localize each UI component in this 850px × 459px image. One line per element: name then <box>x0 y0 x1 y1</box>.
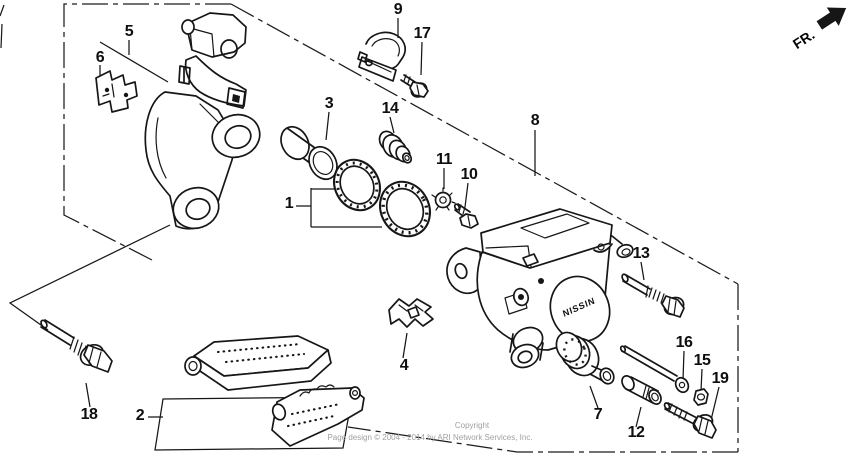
part-drawing-bleeder-cap <box>432 188 455 210</box>
part-drawing-mount-bolt <box>664 402 716 438</box>
watermark-line2: Page design © 2004 - 2014 by ARI Network… <box>327 433 532 442</box>
part-drawing-pad-spring <box>389 299 433 327</box>
callout-15[interactable]: 15 <box>693 352 711 369</box>
part-drawing-hose-clamp <box>358 32 405 81</box>
callout-18[interactable]: 18 <box>80 406 98 423</box>
callout-4[interactable]: 4 <box>399 357 409 374</box>
callout-2[interactable]: 2 <box>135 407 145 424</box>
part-drawing-pin-boot <box>552 328 616 386</box>
part-drawing-caliper-body: NISSIN <box>447 209 635 371</box>
part-drawing-clamp-bolt <box>401 75 429 100</box>
callout-10[interactable]: 10 <box>460 166 478 183</box>
watermark-line1: Copyright <box>455 421 490 430</box>
part-drawing-bleeder-valve <box>454 203 478 228</box>
part-drawing-piston-boot <box>376 128 413 164</box>
part-drawing-seal-set <box>325 152 439 245</box>
callout-8[interactable]: 8 <box>530 112 540 129</box>
part-drawing-pin-collar <box>620 374 664 406</box>
fr-label: FR. <box>790 26 818 52</box>
callout-12[interactable]: 12 <box>627 424 645 441</box>
callout-16[interactable]: 16 <box>675 334 693 351</box>
part-drawing-pad-set <box>185 336 364 446</box>
fr-direction-arrow: FR. <box>790 7 847 52</box>
callout-19[interactable]: 19 <box>711 370 729 387</box>
callout-5[interactable]: 5 <box>124 23 134 40</box>
part-drawing-pin-bolt-upper <box>621 273 687 317</box>
part-drawing-pin-bolt-lower <box>40 319 112 372</box>
callout-17[interactable]: 17 <box>413 25 431 42</box>
section-border-lines <box>0 4 738 452</box>
callout-6[interactable]: 6 <box>95 49 105 66</box>
part-drawing-nut <box>694 389 708 405</box>
callout-1[interactable]: 1 <box>284 195 294 212</box>
leader-lines <box>86 18 719 450</box>
part-drawing-bracket <box>145 13 265 234</box>
callout-13[interactable]: 13 <box>632 245 650 262</box>
callout-7[interactable]: 7 <box>593 406 603 423</box>
callout-9[interactable]: 9 <box>393 1 403 18</box>
watermark: Copyright Page design © 2004 - 2014 by A… <box>327 421 532 442</box>
callout-3[interactable]: 3 <box>324 95 334 112</box>
part-drawing-piston <box>276 122 343 184</box>
part-drawing-retainer-clip <box>96 71 137 112</box>
part-drawing-pad-pin <box>620 345 691 394</box>
callout-11[interactable]: 11 <box>436 151 452 168</box>
callout-14[interactable]: 14 <box>381 100 399 117</box>
